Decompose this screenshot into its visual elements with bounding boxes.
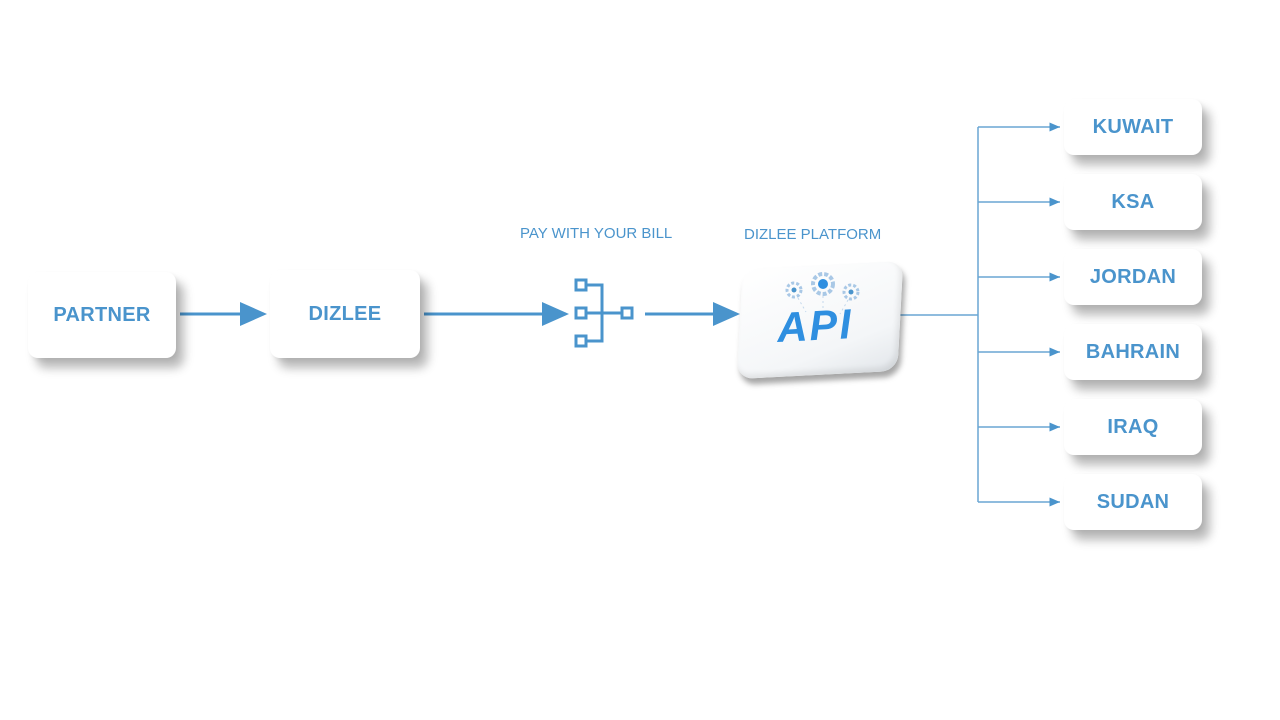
dizlee-label: DIZLEE [308,302,382,325]
partner-box: PARTNER [28,272,176,358]
country-label: SUDAN [1096,490,1170,513]
partner-label: PARTNER [53,303,151,326]
country-box: JORDAN [1064,249,1202,305]
country-label: KUWAIT [1092,115,1174,138]
country-box: KUWAIT [1064,99,1202,155]
country-label: IRAQ [1107,415,1159,438]
country-label: JORDAN [1089,265,1177,288]
pay-with-bill-label: PAY WITH YOUR BILL [520,225,673,242]
hierarchy-icon [574,278,634,348]
dizlee-box: DIZLEE [270,270,420,358]
gears-icon [785,272,860,315]
country-label: BAHRAIN [1085,340,1181,363]
platform-label: DIZLEE PLATFORM [744,226,882,243]
country-box: BAHRAIN [1064,324,1202,380]
country-box: SUDAN [1064,474,1202,530]
country-box: IRAQ [1064,399,1202,455]
country-box: KSA [1064,174,1202,230]
country-label: KSA [1111,190,1155,213]
api-label: API [775,300,855,351]
